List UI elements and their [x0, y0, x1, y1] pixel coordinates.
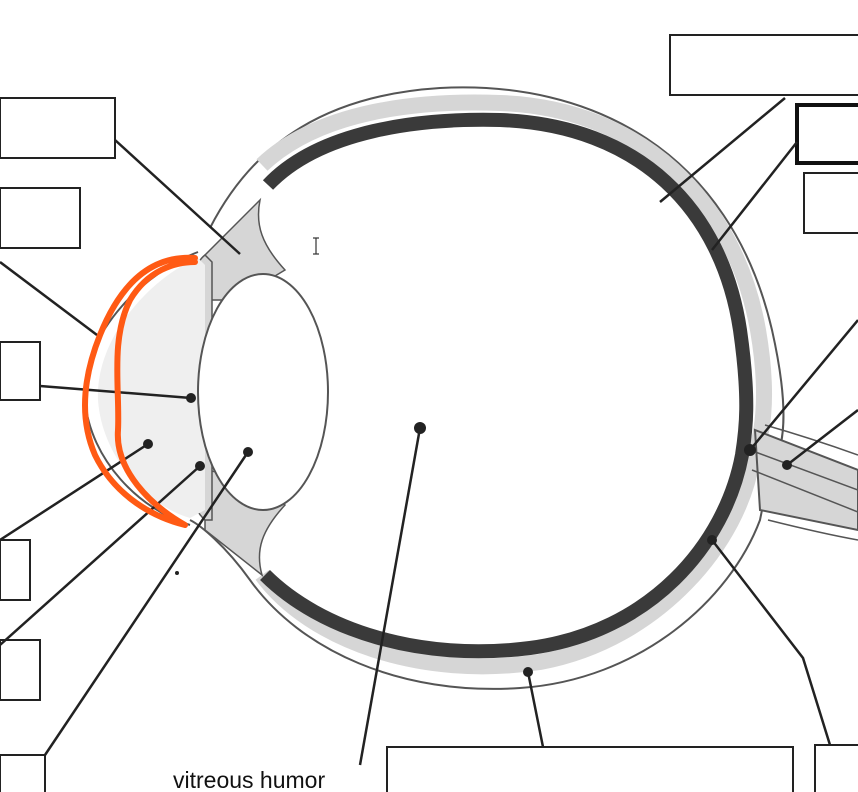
leader-retina	[711, 141, 798, 251]
optic-nerve	[753, 428, 858, 532]
answer-box-2[interactable]	[0, 187, 81, 249]
dot-sclera	[707, 535, 717, 545]
text-cursor-icon	[313, 237, 319, 255]
leader-ciliary-body	[114, 139, 241, 255]
answer-box-3[interactable]	[0, 341, 41, 401]
lens	[197, 273, 329, 511]
retina-band	[255, 94, 772, 675]
leader-sclera	[711, 539, 832, 746]
leader-choroid	[659, 97, 786, 203]
label-vitreous-humor: vitreous humor	[173, 767, 325, 792]
leader-dots	[143, 393, 792, 677]
optic-nerve-inner	[749, 449, 858, 513]
leader-fovea	[749, 319, 858, 451]
dot-pupil	[186, 393, 196, 403]
answer-box-9[interactable]	[803, 172, 858, 234]
dot-optic-nerve	[782, 460, 792, 470]
leader-lines	[0, 97, 858, 766]
dot-lens	[243, 447, 253, 457]
dot-aqueous	[143, 439, 153, 449]
leader-cornea	[0, 261, 98, 336]
dot-sclera-bottom	[523, 667, 533, 677]
answer-box-10[interactable]	[386, 746, 794, 792]
dot-stray	[175, 571, 179, 575]
leader-sclera-bottom	[526, 671, 545, 748]
optic-nerve-sheath	[764, 424, 858, 541]
answer-box-5[interactable]	[0, 639, 41, 701]
leader-optic-nerve	[786, 409, 858, 466]
leader-iris	[0, 465, 201, 646]
leader-vitreous	[358, 427, 422, 766]
cornea-highlight-annotation	[82, 254, 198, 528]
leader-lens	[43, 451, 250, 756]
answer-box-11[interactable]	[814, 744, 858, 792]
answer-box-1[interactable]	[0, 97, 116, 159]
answer-box-6[interactable]	[0, 754, 46, 792]
answer-box-8[interactable]	[795, 103, 858, 165]
dot-iris	[195, 461, 205, 471]
dot-fovea	[744, 444, 756, 456]
choroid	[260, 112, 754, 659]
answer-box-4[interactable]	[0, 539, 31, 601]
answer-box-7[interactable]	[669, 34, 858, 96]
dot-vitreous	[414, 422, 426, 434]
